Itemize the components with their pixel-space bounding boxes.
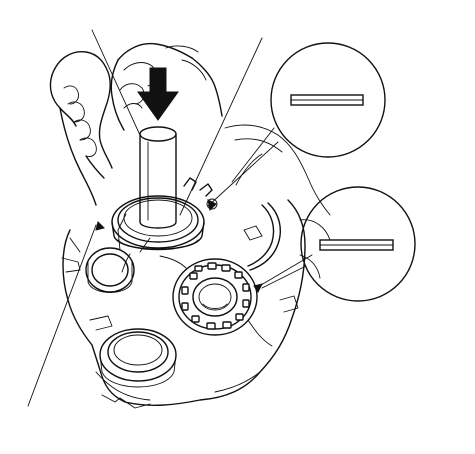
upper-bearing-assembly xyxy=(111,177,218,273)
right-snap-ring xyxy=(243,202,281,271)
installer-driver-tool xyxy=(139,126,177,229)
detail-arrows xyxy=(95,199,263,293)
bearing-rollers xyxy=(181,262,250,330)
left-bearing-bore xyxy=(69,237,151,293)
lower-callout xyxy=(261,186,416,302)
technician-hands xyxy=(49,42,223,206)
upper-callout xyxy=(231,42,386,183)
lower-bearing-bore xyxy=(99,328,177,388)
press-direction-arrow xyxy=(137,67,179,121)
